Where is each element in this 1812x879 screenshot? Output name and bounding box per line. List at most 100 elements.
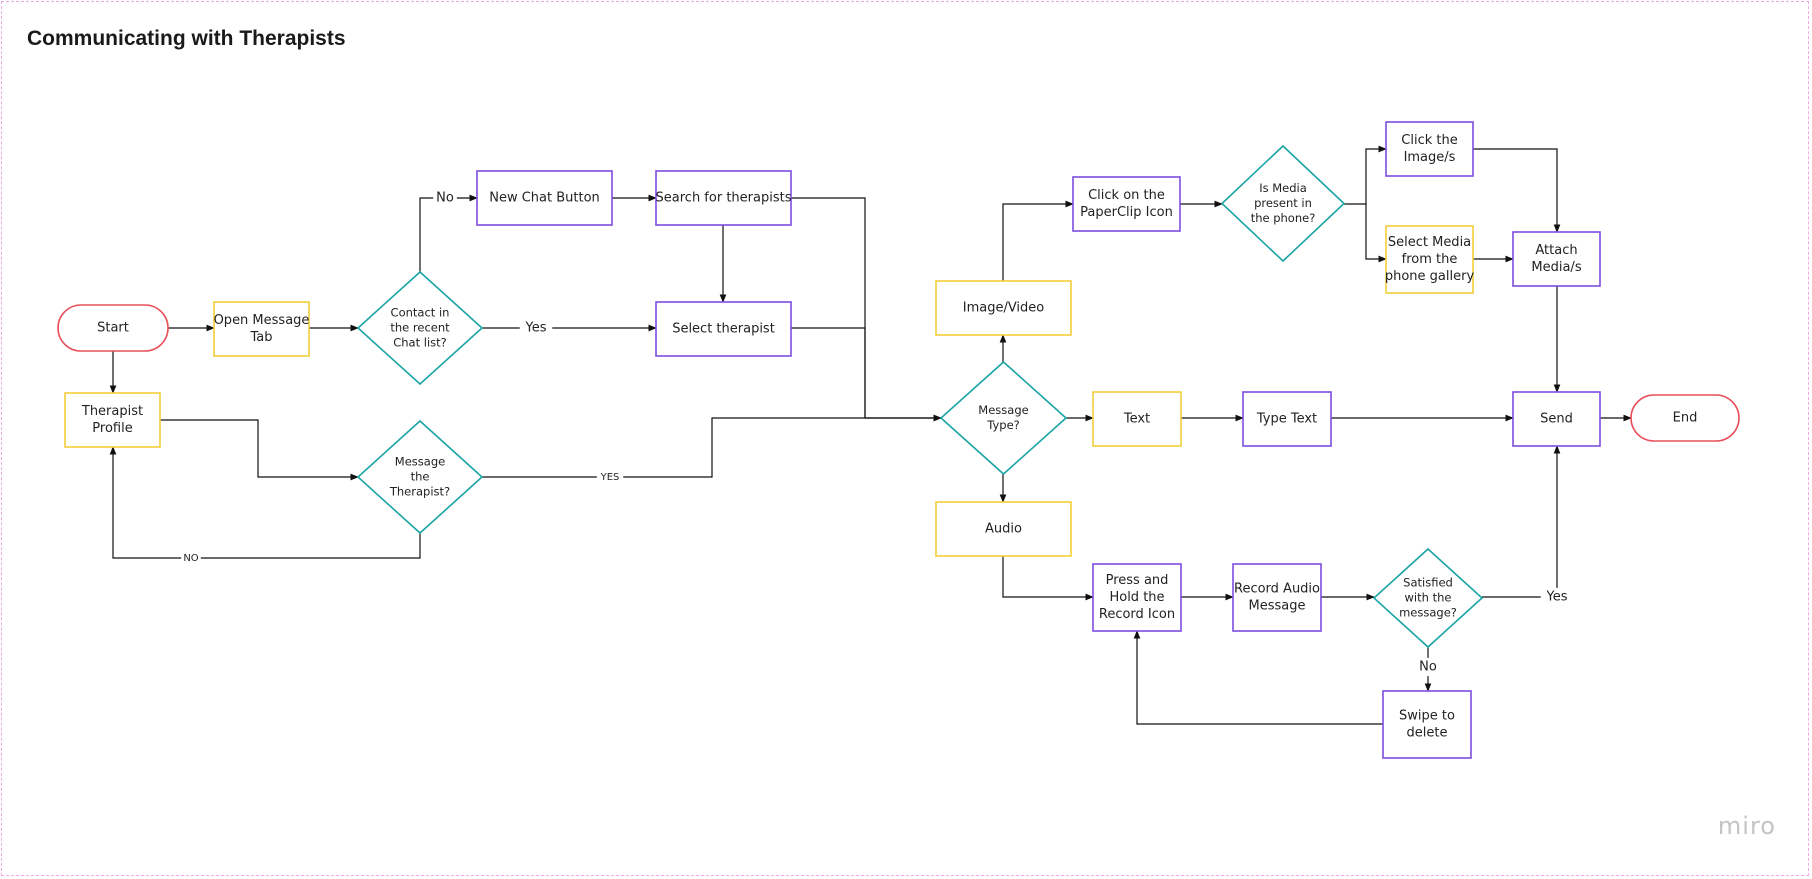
edge-label-bg [1416, 657, 1440, 677]
node-label: Search for therapists [656, 191, 792, 206]
node-label: phone gallery [1385, 269, 1475, 284]
edge-label-no-satisfied: No [1416, 657, 1440, 677]
process-shape [1232, 563, 1322, 632]
node-select-media[interactable]: Select Media from the phone gallery [1385, 225, 1475, 294]
node-label: Record Icon [1099, 607, 1175, 622]
node-label: Text [1123, 412, 1150, 427]
process-shape [1385, 225, 1474, 294]
edge-label-no-message: NO [181, 551, 201, 565]
node-text[interactable]: Text [1092, 391, 1182, 447]
node-label: Is Media [1259, 181, 1307, 195]
edge-select-merge [791, 327, 866, 418]
edge-label-yes-contact: Yes [519, 318, 553, 338]
node-label: Tab [249, 330, 272, 345]
edge-contact-newchat [419, 194, 478, 272]
node-label: Swipe to [1399, 709, 1455, 724]
process-shape [655, 301, 792, 357]
node-label: Click the [1401, 133, 1457, 148]
node-label: Message [395, 455, 445, 469]
process-shape [64, 392, 161, 448]
edge-media-click [1344, 145, 1387, 205]
decision-shape [939, 360, 1068, 476]
node-label: Media/s [1531, 260, 1581, 275]
node-label: Image/s [1404, 150, 1456, 165]
edge-label-text: YES [600, 472, 620, 483]
edge-label-yes-satisfied: Yes [1540, 587, 1574, 607]
node-new-chat[interactable]: New Chat Button [476, 170, 613, 226]
node-end[interactable]: End [1630, 394, 1740, 442]
process-shape [1092, 563, 1182, 632]
process-shape [1092, 391, 1182, 447]
node-label: PaperClip Icon [1080, 205, 1173, 220]
decision-shape [1220, 144, 1346, 263]
node-label: Open Message [214, 313, 310, 328]
decision-shape [1372, 547, 1484, 649]
node-type-text[interactable]: Type Text [1242, 391, 1332, 447]
node-search-therapists[interactable]: Search for therapists [655, 170, 792, 226]
edge-label-bg [433, 188, 457, 208]
node-label: Message [978, 403, 1028, 417]
decision-shape [356, 419, 484, 535]
edge-label-text: No [436, 191, 454, 206]
node-start[interactable]: Start [57, 304, 169, 352]
edge-label-yes-message: YES [596, 470, 624, 484]
edge-label-no-contact: No [433, 188, 457, 208]
miro-logo: miro [1717, 812, 1776, 840]
process-shape [1072, 176, 1181, 232]
node-label: with the [1405, 591, 1452, 605]
node-label: Click on the [1088, 188, 1165, 203]
node-label: Select therapist [672, 322, 775, 337]
edge-label-bg [1540, 587, 1574, 607]
node-label: Profile [92, 421, 132, 436]
node-label: Select Media [1388, 235, 1471, 250]
edge-profile-msgther [160, 419, 359, 481]
node-label: Press and [1106, 573, 1169, 588]
node-label: the phone? [1251, 211, 1316, 225]
process-shape [1382, 690, 1472, 759]
node-label: from the [1402, 252, 1458, 267]
process-shape [1242, 391, 1332, 447]
node-label: Satisfied [1403, 576, 1453, 590]
process-shape [213, 301, 310, 357]
board-title: Communicating with Therapists [27, 27, 346, 50]
edge-msgther-type [482, 414, 942, 478]
edge-label-text: NO [183, 553, 198, 564]
edge-label-bg [596, 470, 624, 484]
node-label: Contact in [391, 306, 450, 320]
process-shape [655, 170, 792, 226]
node-label: the [411, 470, 430, 484]
node-label: Type Text [1256, 412, 1317, 427]
node-select-therapist[interactable]: Select therapist [655, 301, 792, 357]
edge-satisfied-send [1482, 445, 1561, 598]
node-label: Audio [985, 522, 1022, 537]
edge-swipe-press [1133, 630, 1383, 725]
node-label: Therapist [81, 404, 143, 419]
process-shape [1512, 231, 1601, 287]
node-label: the recent [390, 321, 450, 335]
node-audio[interactable]: Audio [935, 501, 1072, 557]
node-send[interactable]: Send [1512, 391, 1601, 447]
node-image-video[interactable]: Image/Video [935, 280, 1072, 336]
node-label: New Chat Button [489, 191, 600, 206]
node-label: Image/Video [963, 301, 1045, 316]
node-label: Message [1249, 598, 1306, 613]
node-label: Hold the [1109, 590, 1164, 605]
edge-label-text: No [1419, 660, 1437, 675]
node-label: delete [1407, 725, 1448, 740]
